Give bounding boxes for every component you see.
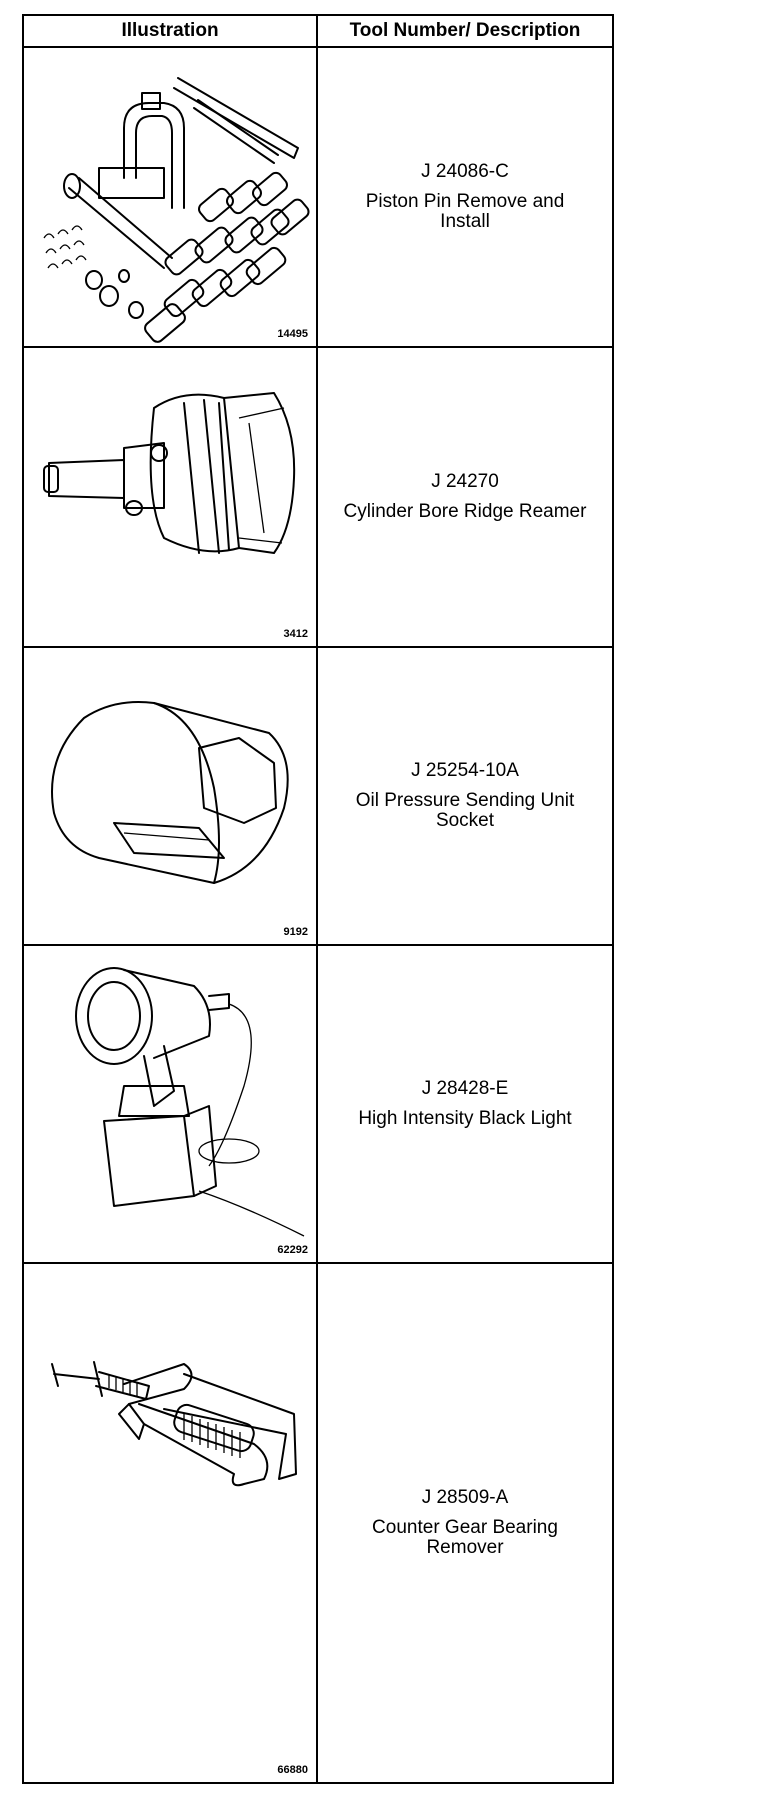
illustration-cell: 66880 [24,1264,316,1782]
table-row: 62292 J 28428-E High Intensity Black Lig… [24,946,612,1264]
table-row: 66880 J 28509-A Counter Gear Bearing Rem… [24,1264,612,1782]
illustration-cell: 14495 [24,48,316,346]
tool-number: J 24086-C [421,161,509,182]
ridge-reamer-icon [43,392,296,554]
illustration-cell: 3412 [24,348,316,646]
figure-number: 3412 [283,628,308,640]
tool-number: J 25254-10A [411,760,519,781]
illustration-cell: 62292 [24,946,316,1262]
tool-description-cell: J 25254-10A Oil Pressure Sending Unit So… [318,648,612,944]
special-tools-table: Illustration Tool Number/ Description [22,14,614,1784]
tool-number: J 28428-E [421,1078,509,1099]
tool-description: Piston Pin Remove and Install [365,191,565,232]
tool-description: Counter Gear Bearing Remover [372,1517,558,1558]
header-illustration: Illustration [121,20,219,41]
table-row: 3412 J 24270 Cylinder Bore Ridge Reamer [24,348,612,648]
figure-number: 14495 [277,328,308,340]
tool-number: J 24270 [431,471,499,492]
figure-number: 9192 [283,926,308,938]
table-row: 9192 J 25254-10A Oil Pressure Sending Un… [24,648,612,946]
table-header: Illustration Tool Number/ Description [24,16,612,48]
table-row: 14495 J 24086-C Piston Pin Remove and In… [24,48,612,348]
tool-description: High Intensity Black Light [358,1108,572,1129]
figure-number: 62292 [277,1244,308,1256]
illustration-cell: 9192 [24,648,316,944]
tool-description-cell: J 24086-C Piston Pin Remove and Install [318,48,612,346]
tool-description: Cylinder Bore Ridge Reamer [343,501,587,522]
tool-description: Oil Pressure Sending Unit Socket [355,790,575,831]
tool-description-cell: J 28428-E High Intensity Black Light [318,946,612,1262]
piston-pin-tool-set-icon [43,77,310,343]
socket-icon [51,701,289,884]
header-tool-number-description: Tool Number/ Description [349,20,581,41]
black-light-icon [75,967,305,1237]
tool-description-cell: J 24270 Cylinder Bore Ridge Reamer [318,348,612,646]
figure-number: 66880 [277,1764,308,1776]
column-divider [316,16,318,1782]
bearing-puller-icon [51,1361,297,1487]
tool-number: J 28509-A [421,1487,509,1508]
tool-description-cell: J 28509-A Counter Gear Bearing Remover [318,1264,612,1782]
